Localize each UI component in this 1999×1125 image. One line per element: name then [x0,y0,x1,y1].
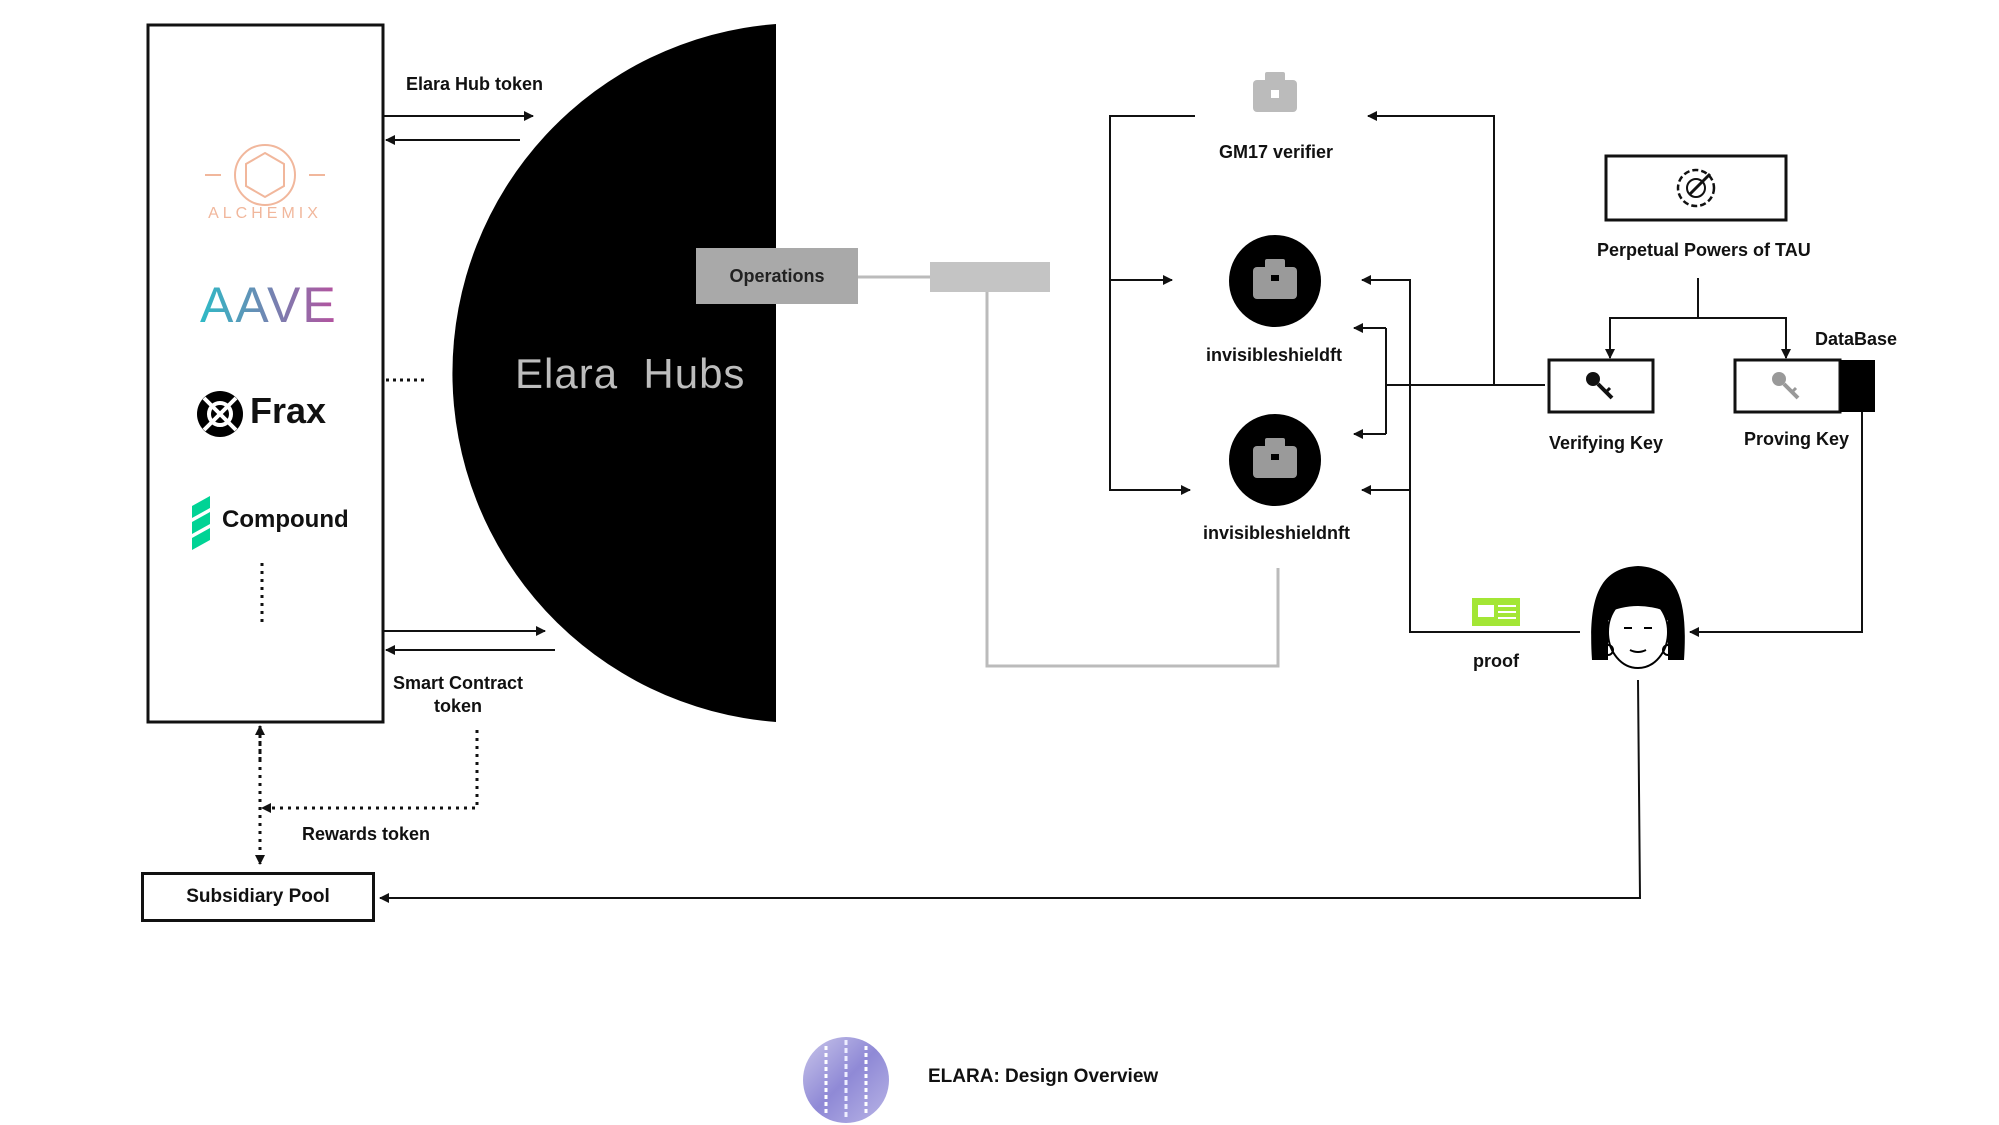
shield-nft-label: invisibleshieldnft [1203,523,1351,543]
shield-ft-label: invisibleshieldft [1206,345,1343,365]
database-block [1840,360,1875,412]
elara-hub-shape [452,24,776,722]
tau-label: Perpetual Powers of TAU [1597,240,1811,260]
proof-ticket-icon [1472,598,1520,626]
tau-split [1605,278,1699,359]
hub-title: Elara Hubs [515,350,746,397]
compound-logo-icon [192,496,210,550]
frax-logo-label: Frax [250,390,327,431]
tau-split-right [1698,317,1791,359]
verifying-key-label: Verifying Key [1549,433,1664,453]
operations-box: Operations [696,248,858,304]
verifier-label: GM17 verifier [1219,142,1334,162]
key-icon [1586,372,1614,400]
compound-logo-label: Compound [222,506,349,533]
hub-token-label: Elara Hub token [406,74,544,94]
rewards-token-label: Rewards token [302,824,431,844]
smart-contract-token-label: Smart Contract token [393,673,524,716]
proving-key-label: Proving Key [1744,429,1850,449]
user-to-pool [379,679,1642,903]
alchemix-logo-label: ALCHEMIX [208,205,322,222]
alchemix-logo-icon [205,144,325,206]
proving-key-icon [1772,372,1800,400]
footer-title: ELARA: Design Overview [928,1066,1159,1087]
rewards-dotted-path [261,730,479,813]
user-avatar-icon [1591,566,1685,669]
proof-label: proof [1473,651,1519,671]
subsidiary-pool-box: Subsidiary Pool [141,872,375,922]
aave-logo-label: AAVE [200,277,338,333]
vk-to-verifier [1367,111,1545,386]
verifier-lock-icon [1253,72,1297,112]
frax-logo-icon [197,391,243,437]
database-label: DataBase [1815,329,1898,349]
footer-avatar-icon [803,1037,889,1123]
ops-target-bar [930,262,1050,292]
bracket-verifier [1109,115,1195,495]
gear-wrench-icon [1676,168,1716,208]
pk-to-user [1689,412,1863,637]
ops-gray-path [985,292,1280,668]
proof-path [1361,275,1580,633]
protocol-panel [146,23,385,724]
